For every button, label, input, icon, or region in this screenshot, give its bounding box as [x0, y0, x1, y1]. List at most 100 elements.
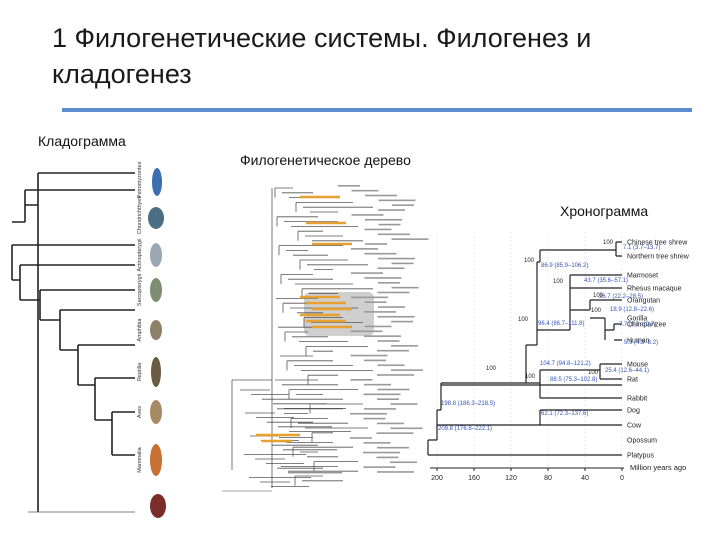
phylo-species-mark — [365, 218, 402, 221]
chronogram-taxon-label: Mouse — [627, 362, 648, 369]
chronogram-node-age: 96.4 (86.7–111.8) — [538, 321, 584, 327]
cladogram-branches — [11, 172, 135, 512]
phylo-tree-figure — [222, 185, 429, 492]
phylo-species-mark — [378, 257, 415, 260]
cladogram-taxon-label: Chondrichthyes — [137, 196, 143, 234]
phylo-species-mark — [377, 291, 410, 294]
animal-images — [148, 168, 166, 518]
phylo-species-mark — [390, 427, 423, 430]
phylo-species-mark — [377, 349, 409, 352]
phylo-species-mark — [376, 456, 399, 459]
phylo-species-mark — [377, 388, 410, 391]
phylo-species-mark — [377, 340, 400, 342]
phylo-orange-lines — [256, 195, 352, 443]
chronogram-taxon-label: Northern tree shrew — [627, 254, 690, 261]
chronogram-node-labels: 7.1 (3.7–13.7) 86.9 (85.9–106.2) 43.7 (35.… — [438, 245, 660, 432]
phylo-tree-label: Филогенетическое дерево — [240, 152, 411, 168]
phylo-species-mark — [378, 233, 410, 236]
phylo-species-mark — [364, 383, 391, 386]
phylo-species-mark — [350, 437, 372, 439]
chronogram-taxon-label: Rabbit — [627, 396, 647, 403]
slide-title: 1 Филогенетические системы. Филогенез и … — [52, 23, 592, 89]
phylo-species-mark — [391, 238, 429, 240]
lamprey-image — [152, 168, 162, 196]
chronogram-tick-label: 0 — [620, 475, 624, 482]
phylo-species-mark — [351, 248, 378, 250]
phylo-species-mark — [351, 214, 384, 216]
chronogram-taxon-label: Marmoset — [627, 273, 658, 280]
chronogram-taxon-label: Chimpanzee — [627, 322, 666, 329]
phylo-species-mark — [350, 354, 388, 357]
cladogram-taxon-label: Aves — [137, 406, 143, 418]
phylo-species-mark — [364, 277, 402, 279]
phylo-species-mark — [351, 189, 379, 192]
chronogram-taxon-label: Platypus — [627, 453, 654, 460]
chronogram-node-age: 88.5 (75.3–102.8) — [550, 377, 597, 383]
chronogram-node-age: 104.7 (94.8–121.2) — [540, 361, 591, 367]
phylo-species-mark — [364, 311, 396, 313]
chronogram-bootstrap: 100 — [518, 317, 529, 323]
chronogram-bootstrap: 100 — [553, 279, 564, 285]
phylo-species-mark — [363, 451, 400, 454]
phylo-species-mark — [364, 408, 396, 410]
phylo-species-mark — [377, 422, 404, 425]
phylo-species-mark — [364, 228, 392, 231]
phylo-species-mark — [364, 359, 386, 362]
chronogram-bootstrap: 100 — [524, 258, 535, 264]
phylo-species-mark — [364, 252, 397, 255]
phylo-species-mark — [390, 461, 417, 464]
phylo-branches — [231, 187, 373, 488]
phylo-species-mark — [377, 471, 414, 473]
chronogram-node-age: 7.1 (3.7–13.7) — [623, 245, 660, 251]
cladogram-taxon-label: Amphibia — [137, 318, 143, 342]
phylo-species-mark — [364, 335, 401, 337]
chronogram-taxon-label: Cow — [627, 423, 642, 430]
phylo-species-mark — [390, 403, 418, 405]
chronogram-bootstrap: 100 — [525, 374, 536, 380]
chronogram-node-age: 25.4 (12.6–44.1) — [605, 368, 649, 374]
chronogram-node-age: 43.7 (35.6–57.1) — [584, 278, 628, 284]
phylo-species-mark — [363, 442, 391, 444]
phylo-species-mark — [364, 301, 387, 303]
chronogram-tick-label: 80 — [544, 475, 552, 482]
phylo-species-mark — [377, 315, 415, 318]
phylo-species-mark — [350, 412, 387, 415]
chronogram-taxon-label: Chinese tree shrew — [627, 240, 688, 247]
phylo-species-mark — [363, 393, 401, 396]
phylo-species-mark — [377, 374, 414, 376]
cladogram-label: Кладограмма — [38, 133, 126, 149]
cladogram-taxon-label: Mammalia — [137, 446, 143, 472]
phylo-species-mark — [350, 379, 373, 381]
chronogram-bootstrap: 100 — [593, 293, 604, 299]
phylo-species-mark — [351, 272, 383, 274]
phylo-species-mark — [378, 209, 405, 211]
chronogram-node-age: 198.8 (186.3–218.5) — [441, 401, 495, 407]
chronogram-node-age: 86.9 (85.9–106.2) — [541, 263, 588, 269]
chronogram-bootstrap: 100 — [603, 240, 614, 246]
cladogram-figure — [11, 172, 135, 513]
chronogram-tick-label: 160 — [468, 475, 480, 482]
phylo-orange-branches — [256, 195, 352, 443]
cladogram-taxa: PetromyzontesChondrichthyesActinopterygi… — [137, 161, 143, 472]
phylo-species-mark — [378, 306, 405, 308]
phylo-species-mark — [378, 199, 416, 202]
chronogram-node-age: 209.8 (176.8–222.1) — [438, 426, 492, 432]
phylo-species-mark — [377, 364, 405, 367]
chronogram-taxon-label: Opossum — [627, 438, 657, 445]
chronogram-node-age: 26.7 (22.2–28.5) — [599, 294, 643, 300]
phylo-species-mark — [350, 330, 383, 333]
phylo-species-mark — [365, 243, 387, 245]
phylo-species-mark — [392, 204, 414, 206]
phylo-species-mark — [391, 286, 419, 289]
phylo-species-mark — [377, 398, 399, 400]
phylo-species-mark — [377, 446, 409, 449]
phylo-species-mark — [364, 325, 392, 328]
chronogram-axis-label: Million years ago — [630, 463, 686, 472]
title-underline — [62, 108, 692, 112]
chronogram-node-age: 5.9 (4.3–8.2) — [624, 340, 658, 346]
chronogram-taxon-label: Human — [627, 338, 650, 345]
